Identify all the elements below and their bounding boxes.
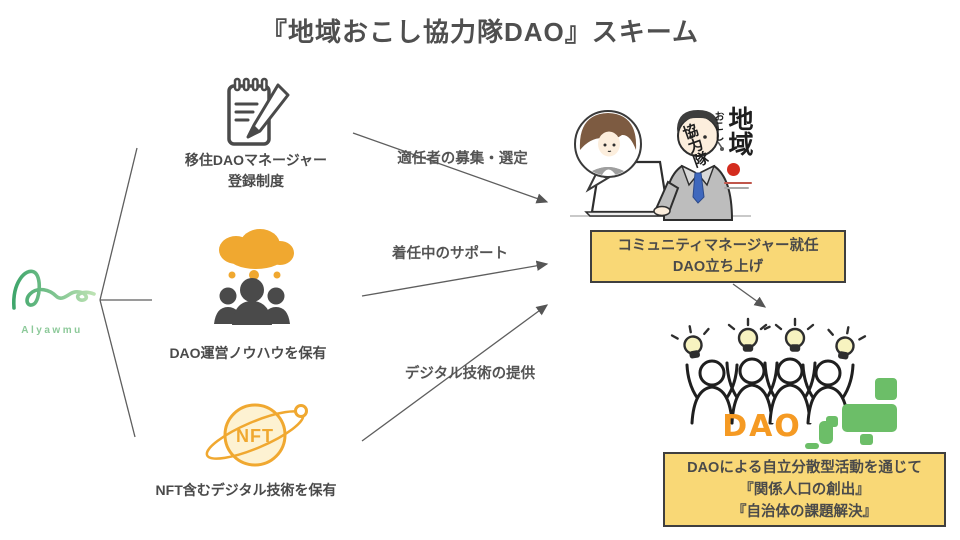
nft-badge-text: NFT	[236, 426, 274, 446]
stamp-text-chiiki: 地域	[725, 106, 754, 156]
lightbulb-icon	[670, 317, 867, 360]
chiiki-okoshi-kyoryokutai-stamp: 地域 おこし 協力隊	[679, 106, 754, 206]
arrow-digital	[361, 304, 549, 442]
branch-line-bottom	[99, 299, 136, 438]
dao-wordmark: DAO	[722, 409, 802, 444]
alyawmu-logo-icon	[12, 269, 96, 310]
stamp-caption-line	[724, 187, 749, 189]
source-label-nft: NFT含むデジタル技術を保有	[155, 482, 337, 498]
arrow-label-digital: デジタル技術の提供	[404, 366, 536, 382]
notepad-pencil-icon	[227, 77, 290, 146]
nft-planet-icon: NFT	[205, 403, 308, 467]
arrow-to-dao	[732, 283, 767, 308]
dao-outcome-box: DAOによる自立分散型活動を通じて 『関係人口の創出』 『自治体の課題解決』	[663, 452, 946, 527]
branch-line-top	[99, 147, 138, 301]
community-manager-box: コミュニティマネージャー就任 DAO立ち上げ	[590, 230, 846, 283]
stamp-text-okoshi: おこし	[712, 111, 723, 141]
diagram-title: 『地域おこし協力隊DAO』スキーム	[261, 17, 699, 47]
team-idea-cloud-icon	[214, 229, 294, 325]
celebrating-people	[685, 357, 855, 425]
japan-map-icon	[805, 378, 897, 449]
alyawmu-logo: Alyawmu	[6, 264, 106, 338]
community-manager-illustration	[570, 110, 751, 221]
stamp-red-sun-icon	[727, 163, 740, 176]
arrow-support	[361, 260, 549, 297]
dao-celebration-illustration	[670, 317, 897, 449]
source-label-registration: 移住DAOマネージャー 登録制度	[184, 152, 328, 189]
alyawmu-logo-text: Alyawmu	[21, 325, 83, 336]
stamp-caption-line	[724, 182, 752, 184]
source-label-knowhow: DAO運営ノウハウを保有	[169, 345, 327, 361]
arrow-label-support: 着任中のサポート	[392, 246, 508, 262]
arrow-recruit	[352, 132, 549, 204]
arrow-label-recruit: 適任者の募集・選定	[397, 151, 528, 167]
